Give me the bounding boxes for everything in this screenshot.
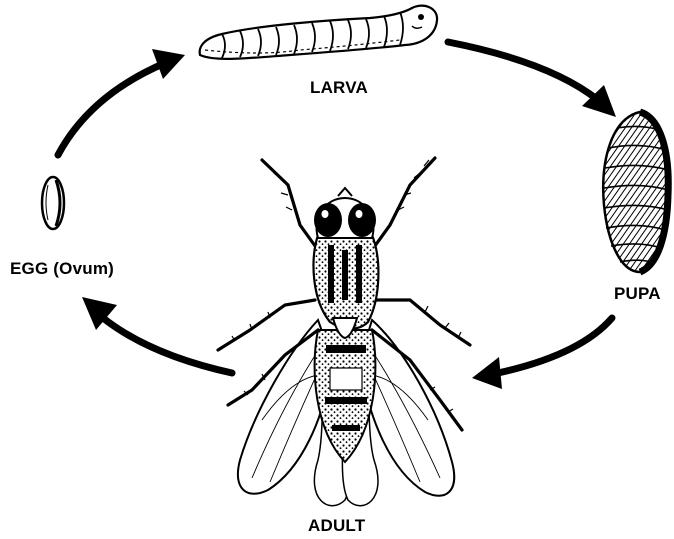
housefly-illustration	[218, 158, 470, 506]
larva-illustration	[200, 6, 437, 59]
pupa-label: PUPA	[614, 284, 661, 304]
pupa-illustration	[603, 112, 668, 272]
arrow-egg-to-larva	[58, 49, 185, 155]
arrow-adult-to-egg	[82, 297, 232, 373]
arrow-larva-to-pupa	[448, 42, 616, 117]
egg-label: EGG (Ovum)	[10, 259, 114, 279]
arrow-pupa-to-adult	[472, 318, 612, 389]
adult-label: ADULT	[308, 516, 365, 536]
larva-label: LARVA	[310, 78, 368, 98]
egg-illustration	[42, 177, 64, 229]
